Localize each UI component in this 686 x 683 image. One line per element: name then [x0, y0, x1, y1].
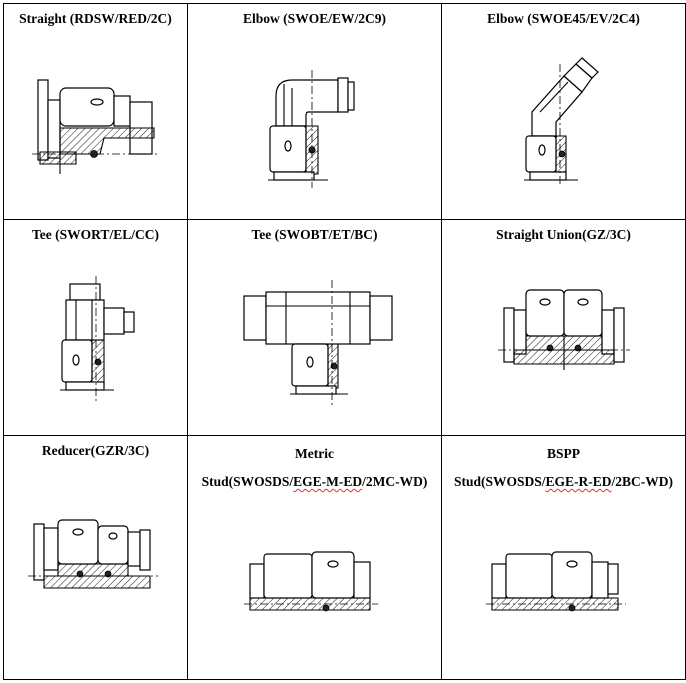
cell-title-line1: BSPP — [546, 446, 580, 461]
title-part: Stud(SWOSDS/ — [201, 474, 294, 489]
cell-title: BSPP Stud(SWOSDS/EGE-R-ED/2BC-WD) — [442, 440, 685, 496]
cell-title-line2: Stud(SWOSDS/EGE-R-ED/2BC-WD) — [442, 468, 685, 496]
cell-title: Reducer(GZR/3C) — [41, 443, 150, 458]
run-tee-fitting-drawing-icon — [60, 276, 135, 402]
cell-title: Elbow (SWOE45/EV/2C4) — [487, 11, 640, 26]
metric-stud-drawing-icon — [244, 551, 378, 612]
bspp-stud-drawing-icon — [486, 551, 626, 612]
fittings-table: Straight (RDSW/RED/2C) Elbow (SWOE/EW/2C… — [3, 3, 686, 680]
title-part: /2BC-WD) — [611, 474, 674, 489]
cell-straight: Straight (RDSW/RED/2C) — [3, 3, 188, 220]
elbow-45-fitting-drawing-icon — [524, 57, 599, 184]
straight-union-drawing-icon — [498, 289, 630, 370]
cell-run-tee: Tee (SWORT/EL/CC) — [3, 219, 188, 436]
cell-title: Tee (SWORT/EL/CC) — [32, 227, 159, 242]
cell-title: Straight Union(GZ/3C) — [496, 227, 631, 242]
cell-title: Metric Stud(SWOSDS/EGE-M-ED/2MC-WD) — [188, 440, 441, 496]
title-underlined-part: EGE-R-ED — [545, 474, 612, 489]
elbow-90-fitting-drawing-icon — [268, 70, 355, 188]
cell-title: Tee (SWOBT/ET/BC) — [251, 227, 378, 242]
cell-elbow-45: Elbow (SWOE45/EV/2C4) — [441, 3, 686, 220]
straight-fitting-drawing-icon — [32, 79, 160, 174]
reducer-drawing-icon — [28, 519, 158, 589]
cell-branch-tee: Tee (SWOBT/ET/BC) — [187, 219, 442, 436]
cell-metric-stud: Metric Stud(SWOSDS/EGE-M-ED/2MC-WD) — [187, 435, 442, 680]
cell-title-line2: Stud(SWOSDS/EGE-M-ED/2MC-WD) — [188, 468, 441, 496]
cell-title: Straight (RDSW/RED/2C) — [19, 11, 172, 26]
cell-reducer: Reducer(GZR/3C) — [3, 435, 188, 680]
title-part: /2MC-WD) — [362, 474, 428, 489]
cell-straight-union: Straight Union(GZ/3C) — [441, 219, 686, 436]
cell-title: Elbow (SWOE/EW/2C9) — [243, 11, 386, 26]
cell-title-line1: Metric — [295, 446, 334, 461]
branch-tee-fitting-drawing-icon — [243, 280, 393, 406]
cell-elbow-90: Elbow (SWOE/EW/2C9) — [187, 3, 442, 220]
title-part: Stud(SWOSDS/ — [453, 474, 546, 489]
title-underlined-part: EGE-M-ED — [293, 474, 363, 489]
cell-bspp-stud: BSPP Stud(SWOSDS/EGE-R-ED/2BC-WD) — [441, 435, 686, 680]
